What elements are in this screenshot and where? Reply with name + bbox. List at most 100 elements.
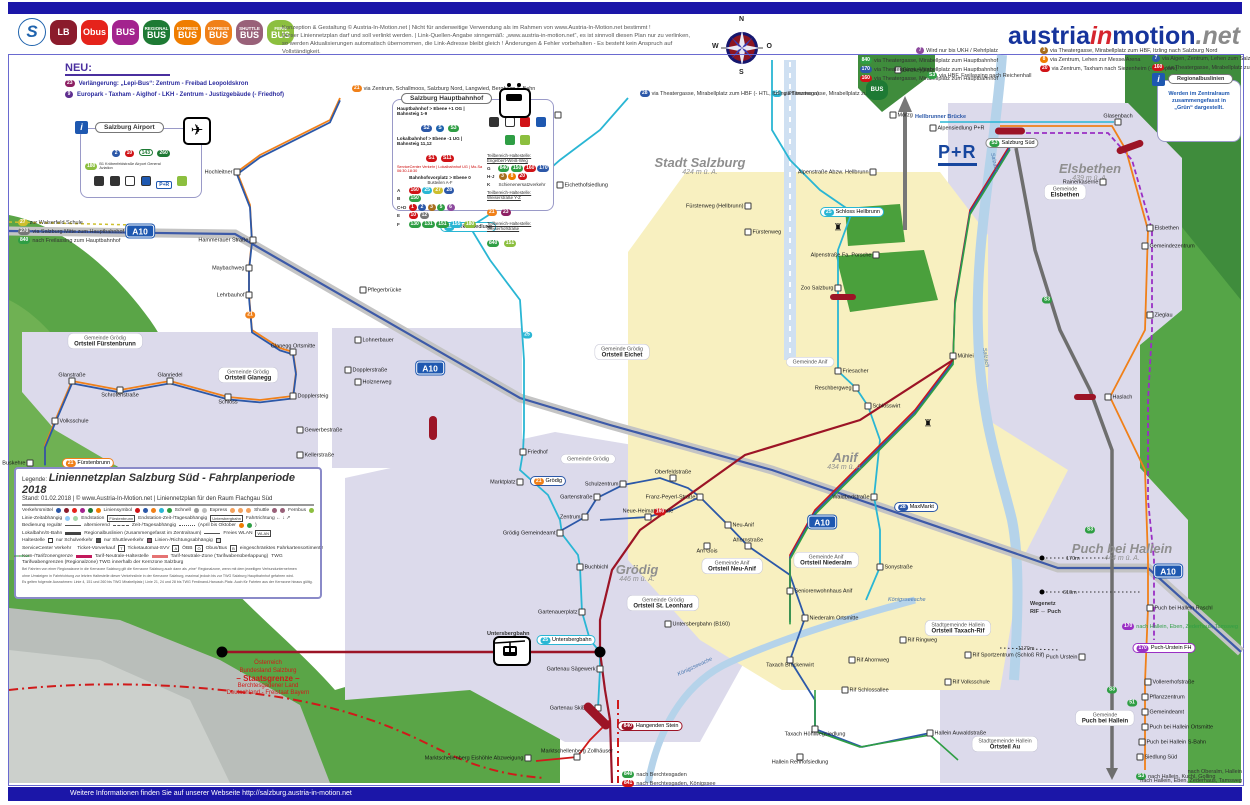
- line-chip-28: 28: [640, 90, 650, 97]
- station-label: Buskehre: [2, 460, 26, 466]
- service-icon: [520, 117, 531, 127]
- station-marker: Gemeindeamt: [1141, 708, 1184, 716]
- line-chip-S11: S11: [440, 155, 454, 162]
- station-marker: Sonystraße: [876, 563, 913, 571]
- mode-badge-lb: LB: [50, 19, 77, 45]
- station-marker: Alpenstraße Abzw. Hellbrunn: [798, 168, 877, 176]
- line-chip-7: 7: [1152, 55, 1160, 62]
- map-note: Hellbrunner Brücke: [915, 114, 967, 120]
- station-marker: Zentrum: [560, 513, 589, 521]
- motorway-badge-a10: A10: [808, 515, 836, 529]
- tariff-boundary-badge: [995, 127, 1025, 135]
- station-label: Neu-Anif: [732, 522, 754, 528]
- station-label: Untersbergbahn (B160): [672, 621, 730, 627]
- compass-o: O: [766, 43, 772, 50]
- station-marker: Fürstenweg (Hellbrunn): [686, 202, 752, 210]
- station-label: Glanegg Ortsmitte: [270, 343, 316, 350]
- station-marker: Alpenstraße Fa. Porsche: [811, 251, 880, 259]
- line-chip-170: 170: [1121, 623, 1135, 630]
- station-label: Puch bei Hallein Ortsmitte: [1149, 724, 1214, 730]
- station-label: Hammerauer Straße: [198, 237, 249, 243]
- line-chip-9: 9: [65, 91, 73, 98]
- map-note: nach Hallein, Eben, Zederhaus, Tamsweg: [1140, 778, 1242, 784]
- station-marker: Friesacher: [834, 367, 868, 375]
- station-marker: Reschbergweg: [815, 384, 860, 392]
- station-marker: Gartenau Sägewerk: [547, 665, 604, 673]
- station-marker: Volksschule: [51, 417, 89, 425]
- station-label: Puch bei Hallein S-Bahn: [1146, 739, 1207, 745]
- station-label: Seniorenwohnhaus Anif: [794, 588, 853, 594]
- line-chip-12: 12: [419, 212, 430, 219]
- station-label: Mühlei: [957, 353, 974, 359]
- legend-title: Legende: Liniennetzplan Salzburg Süd - F…: [22, 472, 295, 496]
- line-chip-21: 21: [533, 477, 544, 485]
- map-note: Königsseeache: [676, 656, 714, 678]
- station-label: Niederalm Ortsmitte: [809, 615, 859, 621]
- line-chip-20: 20: [517, 173, 528, 180]
- station-label: Gemeindeamt: [1149, 709, 1185, 715]
- station-marker: Taxach Höhlwegsiedlung: [785, 725, 845, 738]
- station-marker: Elsbethen: [1146, 224, 1179, 232]
- station-label: Dopplerstraße: [352, 367, 388, 373]
- station-label: Rif Schlossallee: [849, 687, 889, 693]
- line-chip-10: 10: [408, 212, 419, 219]
- disclaimer: Konzeption & Gestaltung © Austria-In-Mot…: [282, 24, 692, 56]
- station-label: Alpenstraße Abzw. Hellbrunn: [797, 169, 869, 175]
- line-chip-25: 25: [522, 331, 532, 339]
- hbf-tb1-title: Teilbereich-Haltestelle: Engelbert-Weiß-…: [487, 153, 532, 163]
- station-label: Waldbadstraße: [832, 494, 870, 500]
- line-chip-25: 25: [444, 223, 454, 231]
- district-pill: Gemeinde Anif: [786, 357, 834, 367]
- station-marker: Gartenauerplatz: [538, 608, 586, 616]
- map-note: Untersbergbahn: [487, 631, 530, 637]
- tariff-boundary-badge: [1115, 138, 1145, 156]
- station-marker: Kellerstraße: [296, 451, 334, 459]
- neu-title: NEU:: [65, 62, 170, 76]
- oebb-icon: [504, 135, 515, 145]
- line-chip-2: 2: [418, 203, 426, 211]
- station-marker: Rainerkaserne: [1063, 178, 1107, 186]
- station-marker: Siedlung Süd: [1136, 753, 1177, 761]
- station-marker: Dopplerstraße: [344, 366, 387, 374]
- line-chip-260: 260: [157, 150, 170, 157]
- station-label: Friesacher: [842, 368, 869, 374]
- legend-subtitle: Stand: 01.02.2018 | © www.Austria-In-Mot…: [22, 496, 314, 506]
- line-chip-6: 6: [446, 203, 455, 211]
- logo-austria: austria: [1008, 22, 1090, 50]
- line-chip-S3: S3: [1136, 773, 1147, 780]
- station-marker: Hammerauer Straße: [198, 236, 257, 244]
- station-marker: Franz-Peyerl-Straße: [646, 493, 704, 501]
- line-chip-840: 840: [621, 722, 634, 730]
- station-marker: Rif Volksschule: [944, 678, 990, 686]
- line-chip-150: 150: [510, 164, 523, 172]
- tariff-boundary-badge: [830, 294, 856, 300]
- line-chip-21: 21: [245, 311, 255, 319]
- logo-motion: motion: [1112, 22, 1196, 50]
- line-chip-151: 151: [503, 239, 517, 247]
- station-marker: Buskehre: [2, 459, 34, 467]
- regionalbus-box: i Regionalbuslinien Werden im Zentralrau…: [1152, 73, 1241, 142]
- airport-box: i Salzburg Airport ✈ 2 10 143 260 180 B1…: [75, 117, 211, 198]
- motorway-badge-a10: A10: [126, 224, 154, 238]
- station-label: Taxach Brückenwirt: [766, 662, 814, 669]
- line-chip-5: 5: [437, 203, 445, 211]
- station-label: Hallein Auwaldstraße: [934, 730, 987, 736]
- station-label: Zentrum: [560, 514, 581, 520]
